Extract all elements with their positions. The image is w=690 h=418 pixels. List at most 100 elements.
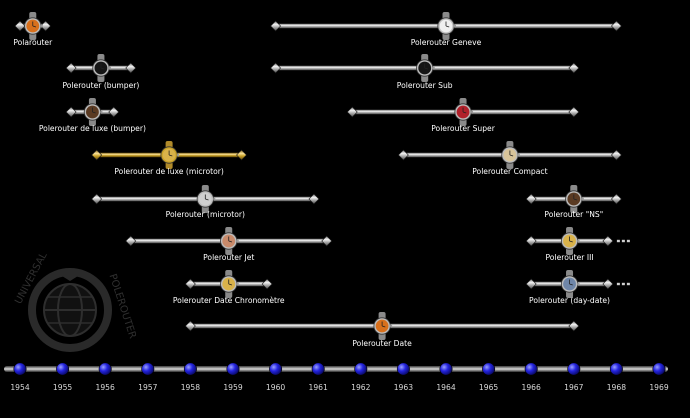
year-bead-1965 xyxy=(482,362,496,376)
bar-start-diamond xyxy=(525,193,537,205)
continues-dot xyxy=(626,282,630,286)
model-bar-polerouter-date xyxy=(184,312,580,340)
model-label-polerouter-sub: Polerouter Sub xyxy=(396,81,453,90)
bar-start-diamond xyxy=(65,62,77,74)
continues-dot xyxy=(621,239,625,243)
year-bead-1958 xyxy=(183,362,197,376)
bar-start-diamond xyxy=(525,235,537,247)
model-label-polerouter-geneve: Polerouter Geneve xyxy=(410,38,482,47)
year-label-1965: 1965 xyxy=(478,383,499,392)
year-label-1959: 1959 xyxy=(223,383,243,392)
year-bead-1966 xyxy=(524,362,538,376)
year-label-1955: 1955 xyxy=(52,383,73,392)
model-bar-polerouter-super xyxy=(346,98,580,126)
model-label-polerouter-microtor: Polerouter (microtor) xyxy=(165,210,245,219)
watch-icon xyxy=(560,227,580,255)
bar-end-diamond xyxy=(610,149,622,161)
bar-start-diamond xyxy=(525,278,537,290)
watch-icon xyxy=(501,141,520,169)
axis-rod xyxy=(4,366,668,372)
model-label-polerouter-de-luxe-microtor: Polerouter de luxe (microtor) xyxy=(114,167,224,176)
year-bead-1968 xyxy=(609,362,623,376)
bar-start-diamond xyxy=(91,193,103,205)
bar-end-diamond xyxy=(568,62,580,74)
year-label-1964: 1964 xyxy=(436,383,456,392)
bar-end-diamond xyxy=(308,193,320,205)
model-label-polerouter-super: Polerouter Super xyxy=(431,124,495,133)
bar-end-diamond xyxy=(40,20,51,32)
model-bar-polerouter-sub xyxy=(270,54,580,82)
bar-end-diamond xyxy=(236,149,247,161)
model-bar-polerouter-de-luxe-bumper xyxy=(65,98,120,126)
model-bar-polarouter xyxy=(14,12,51,40)
year-label-1966: 1966 xyxy=(521,383,541,392)
bar-end-diamond xyxy=(568,106,580,118)
model-bar-polerouter-microtor xyxy=(91,185,320,213)
model-bar-polerouter-iii xyxy=(525,227,630,255)
universal-geneve-watermark-logo: UNIVERSAL GENÈVE POLEROUTER xyxy=(12,250,136,352)
model-bar-polerouter-ns xyxy=(525,185,622,213)
model-label-polerouter-jet: Polerouter Jet xyxy=(203,253,255,262)
bar-start-diamond xyxy=(14,20,26,32)
year-label-1963: 1963 xyxy=(393,383,414,392)
model-bar-polerouter-bumper xyxy=(65,54,137,82)
watch-icon xyxy=(373,312,393,340)
model-label-polerouter-compact: Polerouter Compact xyxy=(472,167,548,176)
watch-icon xyxy=(220,227,239,255)
model-bar-polerouter-date-chronom-tre xyxy=(184,270,273,298)
year-bead-1967 xyxy=(567,362,581,376)
model-bar-polerouter-compact xyxy=(397,141,622,169)
year-label-1967: 1967 xyxy=(564,383,584,392)
year-bead-1955 xyxy=(56,362,70,376)
year-bead-1954 xyxy=(13,362,27,376)
year-bead-1956 xyxy=(98,362,112,376)
watch-icon xyxy=(160,141,180,169)
year-label-1954: 1954 xyxy=(10,383,30,392)
model-label-polerouter-day-date: Polerouter (day-date) xyxy=(529,296,611,305)
watch-icon xyxy=(92,54,111,82)
bar-start-diamond xyxy=(184,320,196,332)
watch-icon xyxy=(24,12,43,40)
bar-start-diamond xyxy=(270,20,282,32)
model-bar-polerouter-jet xyxy=(125,227,333,255)
year-label-1968: 1968 xyxy=(606,383,627,392)
bar-start-diamond xyxy=(91,149,103,161)
model-label-polerouter-date-chronom-tre: Polerouter Date Chronomètre xyxy=(172,296,285,305)
year-bead-1961 xyxy=(311,362,325,376)
year-label-1960: 1960 xyxy=(265,383,286,392)
watch-icon xyxy=(196,185,216,213)
model-label-polerouter-ns: Polerouter "NS" xyxy=(544,210,604,219)
watch-icon xyxy=(454,98,474,126)
bar-end-diamond xyxy=(610,193,622,205)
bar-end-diamond xyxy=(602,278,614,290)
bar-start-diamond xyxy=(346,106,358,118)
model-label-polarouter: Polarouter xyxy=(13,38,53,47)
year-bead-1964 xyxy=(439,362,453,376)
year-bead-1957 xyxy=(141,362,155,376)
bar-end-diamond xyxy=(125,62,137,74)
bar-end-diamond xyxy=(568,320,580,332)
bar-end-diamond xyxy=(261,278,273,290)
year-label-1958: 1958 xyxy=(180,383,201,392)
continues-dot xyxy=(626,239,630,243)
model-label-polerouter-iii: Polerouter III xyxy=(545,253,594,262)
year-bead-1962 xyxy=(354,362,368,376)
year-label-1962: 1962 xyxy=(351,383,371,392)
bar-start-diamond xyxy=(397,149,409,161)
year-bead-1959 xyxy=(226,362,240,376)
bar-start-diamond xyxy=(65,106,77,118)
watch-icon xyxy=(560,270,580,298)
bar-end-diamond xyxy=(321,235,333,247)
year-bead-1960 xyxy=(269,362,283,376)
bar-end-diamond xyxy=(108,106,120,118)
bar-end-diamond xyxy=(602,235,614,247)
watch-icon xyxy=(83,98,103,126)
year-label-1957: 1957 xyxy=(138,383,158,392)
watch-icon xyxy=(220,270,239,298)
model-label-polerouter-bumper: Polerouter (bumper) xyxy=(62,81,140,90)
